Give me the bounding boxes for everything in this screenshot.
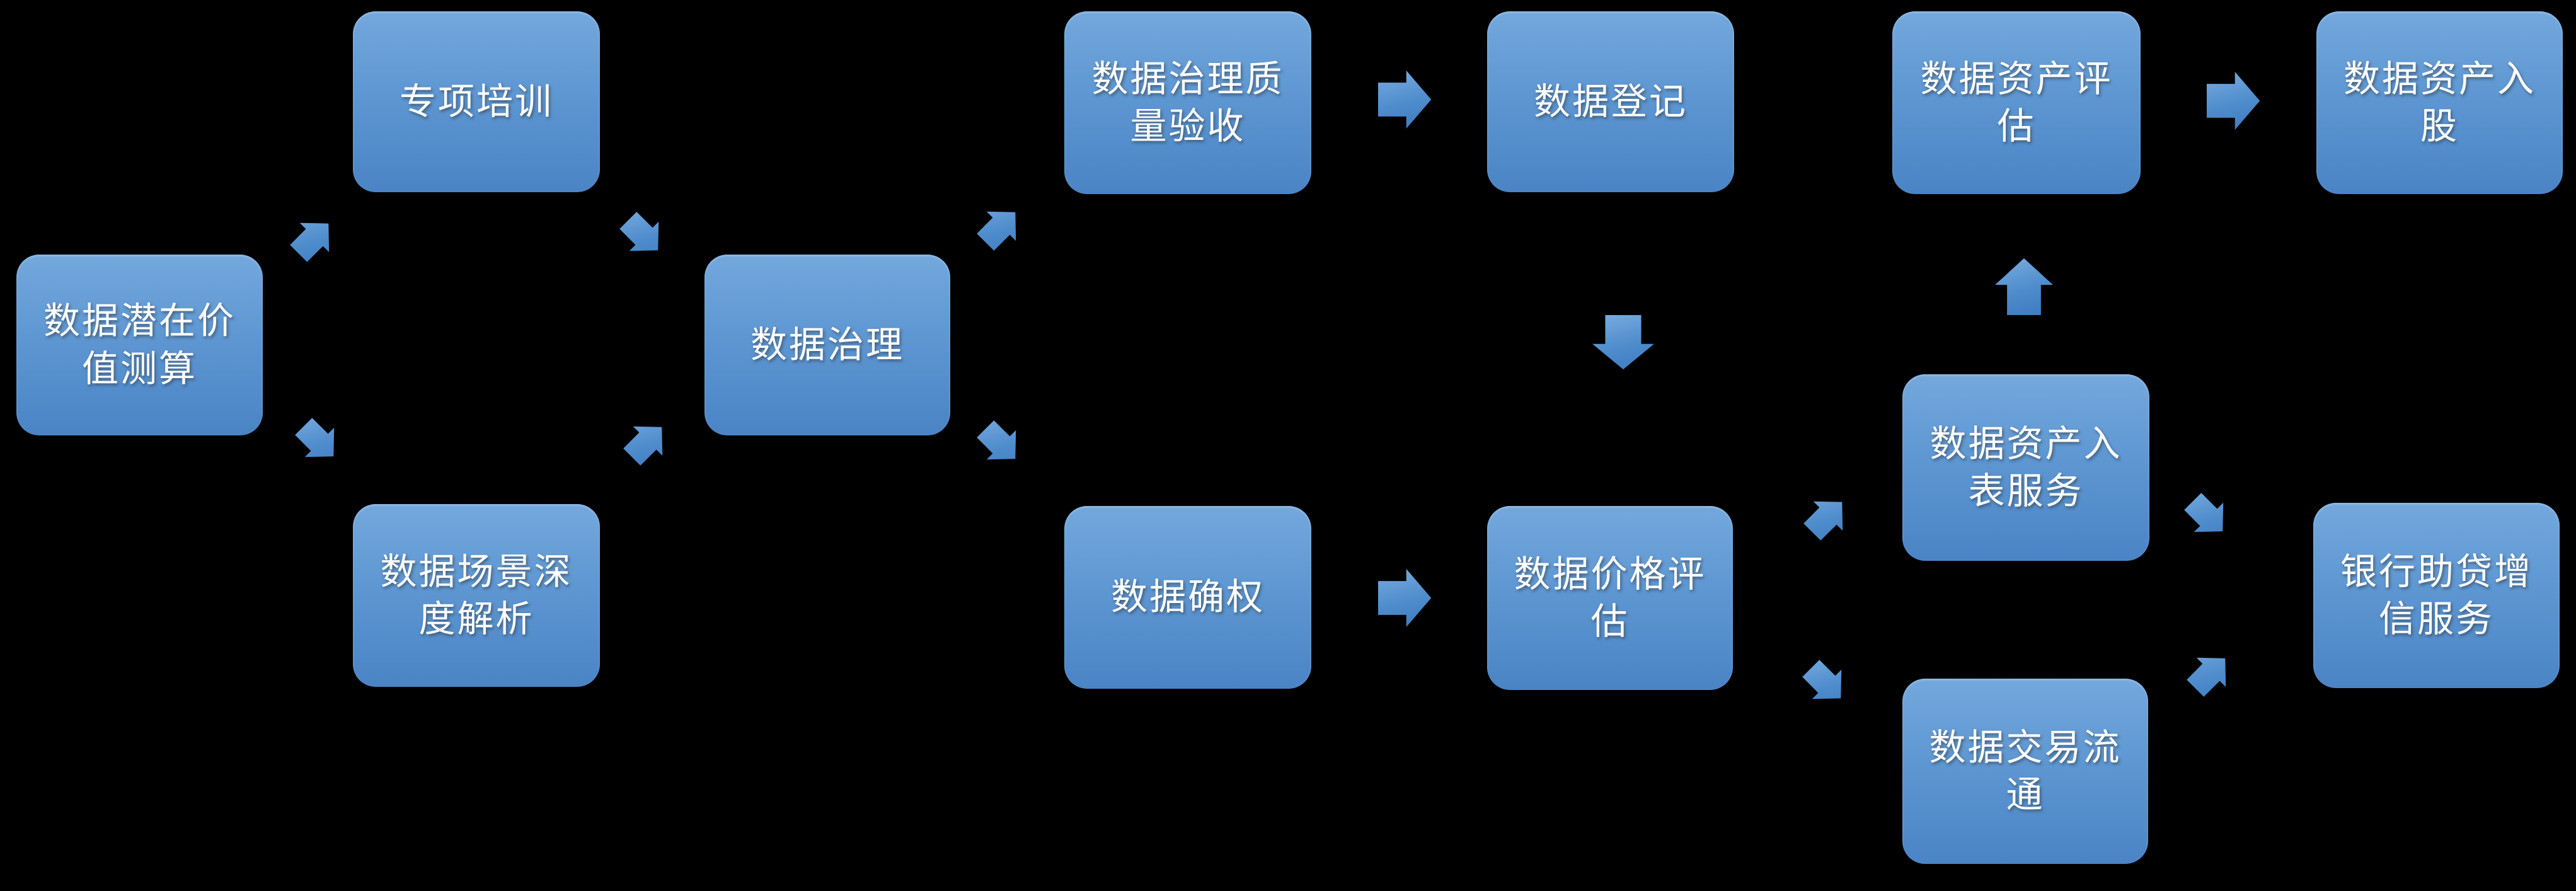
flow-node-asset-on-balance-sheet: 数据资产入 表服务 [1902,374,2149,561]
arrow-potential-value-to-scenario-analysis [295,418,335,457]
flow-node-data-registration: 数据登记 [1487,11,1734,192]
arrow-special-training-to-data-governance [619,212,659,251]
arrow-price-assessment-to-asset-on-balance-sheet [1803,501,1843,541]
arrow-asset-on-balance-sheet-to-asset-appraisal [1994,258,2054,315]
arrow-data-governance-to-governance-quality [977,211,1016,251]
flow-node-label: 银行助贷增 信服务 [2340,551,2533,640]
flow-node-asset-equity: 数据资产入 股 [2316,11,2563,194]
arrow-data-governance-to-data-rights [977,420,1016,460]
flow-node-bank-loan-credit: 银行助贷增 信服务 [2313,503,2560,688]
flow-node-asset-appraisal: 数据资产评 估 [1892,11,2141,194]
flow-node-label: 数据治理质 量验收 [1091,58,1284,147]
flow-node-label: 数据资产入 股 [2343,58,2536,147]
flow-node-label: 数据资产入 表服务 [1929,423,2122,512]
arrow-data-rights-to-price-assessment [1378,568,1432,628]
arrow-price-assessment-to-trading-circulation [1802,660,1842,699]
flow-node-label: 数据潜在价 值测算 [43,301,236,389]
flow-node-label: 数据资产评 估 [1920,58,2113,147]
flow-node-data-rights: 数据确权 [1064,506,1311,689]
flow-node-label: 数据治理 [750,324,904,365]
arrow-scenario-analysis-to-data-governance [623,426,663,466]
flow-node-potential-value: 数据潜在价 值测算 [16,255,263,435]
flow-node-governance-quality: 数据治理质 量验收 [1064,11,1311,194]
flow-node-scenario-analysis: 数据场景深 度解析 [353,504,600,687]
arrow-asset-on-balance-sheet-to-bank-loan-credit [2184,493,2224,532]
arrow-governance-quality-to-data-registration [1378,70,1432,129]
flow-node-label: 数据价格评 估 [1514,553,1706,642]
flow-node-label: 数据登记 [1533,81,1688,122]
flow-node-label: 专项培训 [399,81,553,122]
flow-node-label: 数据确权 [1110,577,1265,618]
flow-node-price-assessment: 数据价格评 估 [1487,506,1733,690]
arrow-trading-circulation-to-bank-loan-credit [2187,657,2226,697]
flow-node-label: 数据场景深 度解析 [380,551,573,640]
arrow-data-registration-to-price-assessment [1592,315,1654,370]
flow-node-special-training: 专项培训 [353,11,600,192]
flow-node-data-governance: 数据治理 [704,255,950,435]
flow-node-trading-circulation: 数据交易流 通 [1902,679,2148,864]
flow-node-label: 数据交易流 通 [1929,727,2122,815]
arrow-potential-value-to-special-training [290,222,330,262]
arrow-asset-appraisal-to-asset-equity [2207,71,2260,130]
